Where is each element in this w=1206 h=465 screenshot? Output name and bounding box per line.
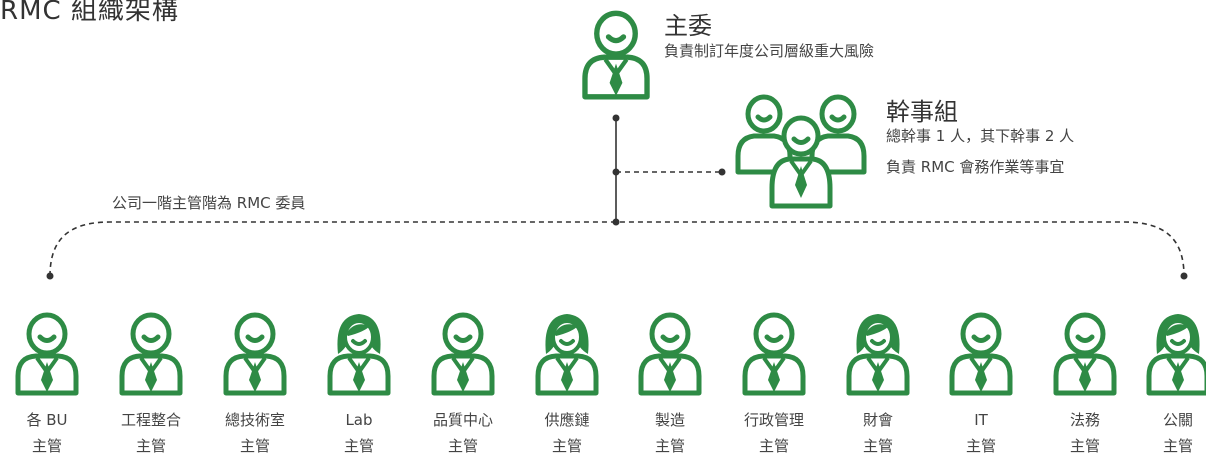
member-role-label: 主管	[1162, 437, 1193, 455]
committee-bracket	[49, 221, 1185, 277]
female-manager-icon	[535, 314, 599, 396]
member-role-label: 主管	[965, 437, 996, 455]
member-role-label: 主管	[551, 437, 582, 455]
member-role-label: 主管	[862, 437, 893, 455]
member-department-label: IT	[974, 411, 988, 429]
chair-title: 主委	[664, 12, 712, 40]
member-2: 總技術室主管	[210, 310, 300, 456]
chair-icon	[578, 8, 654, 104]
male-manager-icon	[119, 312, 183, 396]
male-manager-icon	[15, 312, 79, 396]
member-department-label: 各 BU	[26, 411, 68, 429]
member-8: 財會主管	[833, 310, 923, 456]
member-role-label: 主管	[239, 437, 270, 455]
member-department-label: 行政管理	[743, 411, 804, 429]
member-6: 製造主管	[625, 310, 715, 456]
secretariat-connector-dot	[718, 168, 726, 176]
female-manager-icon	[1146, 314, 1206, 396]
chair-connector-dot	[612, 114, 620, 122]
member-role-label: 主管	[31, 437, 62, 455]
male-manager-icon	[431, 312, 495, 396]
male-manager-icon	[638, 312, 702, 396]
member-3: Lab 主管	[314, 310, 404, 456]
member-department-label: 財會	[862, 411, 893, 429]
member-5: 供應鏈主管	[522, 310, 612, 456]
male-manager-icon	[582, 10, 650, 100]
female-manager-icon	[327, 314, 391, 396]
member-role-label: 主管	[758, 437, 789, 455]
female-manager-icon	[846, 314, 910, 396]
secretariat-composition: 總幹事 1 人，其下幹事 2 人	[886, 127, 1075, 145]
committee-note: 公司一階主管階為 RMC 委員	[112, 194, 306, 212]
member-7: 行政管理主管	[729, 310, 819, 456]
bracket-right-dot	[1180, 272, 1188, 280]
member-department-label: 工程整合	[120, 411, 181, 429]
member-role-label: 主管	[135, 437, 166, 455]
member-department-label: 供應鏈	[544, 411, 590, 429]
chair-description: 負責制訂年度公司層級重大風險	[664, 42, 875, 60]
member-role-label: 主管	[654, 437, 685, 455]
member-department-label: 總技術室	[224, 411, 285, 429]
male-manager-icon	[742, 312, 806, 396]
male-manager-icon	[223, 312, 287, 396]
member-0: 各 BU 主管	[2, 310, 92, 456]
male-manager-icon	[1053, 312, 1117, 396]
member-11: 公關主管	[1133, 310, 1206, 456]
member-department-label: 製造	[654, 411, 685, 429]
member-department-label: Lab	[345, 411, 373, 429]
member-department-label: 公關	[1162, 411, 1193, 429]
bracket-left-dot	[46, 272, 54, 280]
member-9: IT 主管	[936, 310, 1026, 456]
member-4: 品質中心主管	[418, 310, 508, 456]
secretariat-responsibility: 負責 RMC 會務作業等事宜	[886, 158, 1065, 176]
member-10: 法務主管	[1040, 310, 1130, 456]
group-left-person-icon	[735, 94, 793, 175]
male-manager-icon	[949, 312, 1013, 396]
secretariat-title: 幹事組	[886, 98, 958, 126]
group-icon	[734, 90, 868, 214]
member-department-label: 法務	[1069, 411, 1100, 429]
member-role-label: 主管	[343, 437, 374, 455]
group-center-person-icon	[769, 115, 833, 209]
member-department-label: 品質中心	[432, 411, 493, 429]
member-1: 工程整合主管	[106, 310, 196, 456]
page-title: RMC 組織架構	[0, 0, 179, 26]
member-role-label: 主管	[447, 437, 478, 455]
member-role-label: 主管	[1069, 437, 1100, 455]
